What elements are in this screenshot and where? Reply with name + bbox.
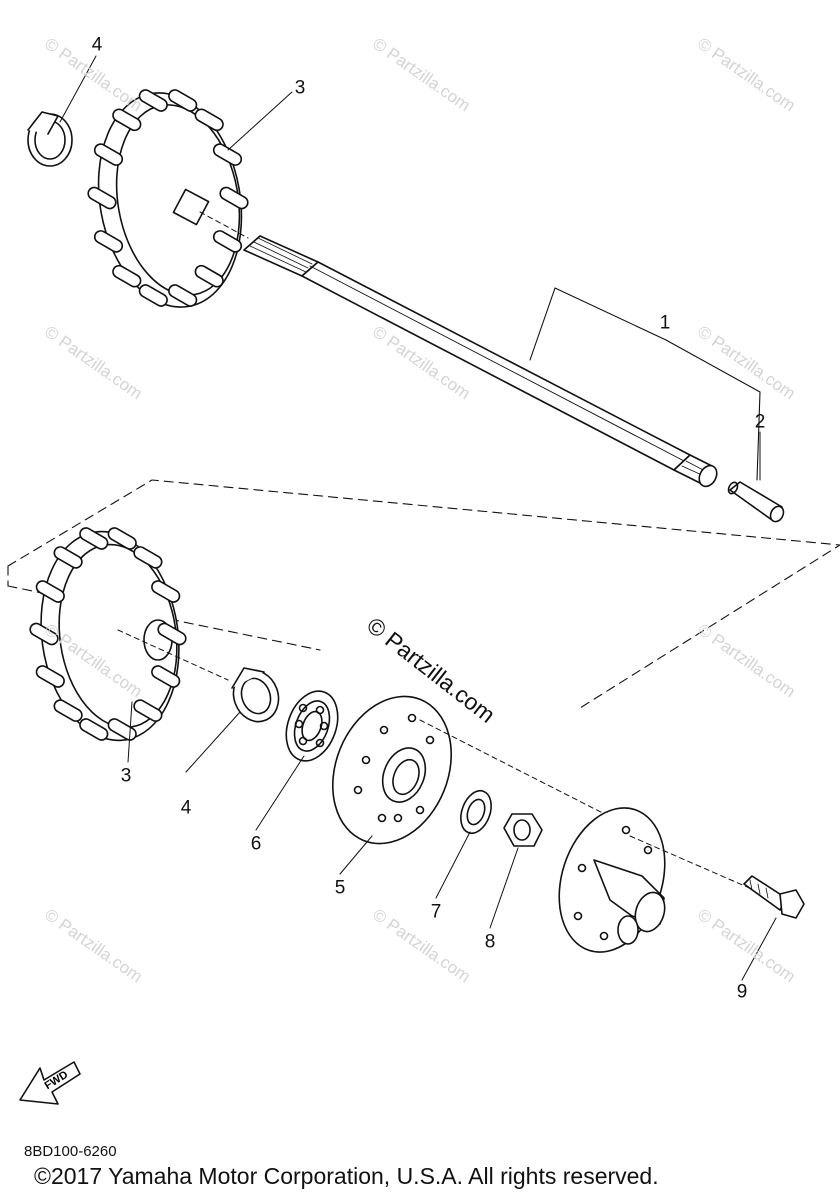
sprocket-tooth (151, 580, 181, 603)
sprocket-tooth (212, 143, 243, 166)
sprocket-tooth (35, 665, 65, 688)
flange-bolt (743, 875, 805, 919)
sprocket-tooth (133, 699, 163, 722)
callout-1: 1 (659, 312, 671, 334)
sprocket-tooth (138, 89, 168, 112)
hex-nut (503, 813, 543, 847)
drive-shaft (243, 235, 718, 488)
sprocket-tooth (194, 264, 224, 288)
sprocket-tooth (107, 718, 137, 741)
callout-4-lower: 4 (180, 797, 192, 819)
sprocket-tooth (157, 622, 187, 646)
sprocket-tooth (35, 580, 65, 603)
sprocket-tooth (212, 230, 243, 253)
sprocket-tooth (138, 284, 168, 307)
callout-2: 2 (754, 411, 766, 433)
sprocket-tooth (168, 89, 198, 112)
diagram-code: 8BD100-6260 (24, 1143, 117, 1160)
lower-sprocket (29, 527, 229, 742)
sprocket-tooth (29, 622, 59, 646)
sprocket-tooth (151, 665, 181, 688)
sprocket-tooth (168, 284, 198, 307)
sprocket-tooth (79, 718, 109, 741)
callout-3-upper: 3 (294, 77, 306, 99)
callout-7: 7 (430, 901, 442, 923)
sprocket-tooth (87, 186, 117, 210)
leader-lines (59, 55, 777, 981)
washer (460, 789, 492, 835)
flange-plate (331, 695, 453, 845)
callout-3-lower: 3 (120, 765, 132, 787)
callout-6: 6 (250, 833, 262, 855)
shaft-pin (727, 481, 785, 523)
sprocket-tooth (107, 527, 137, 550)
hub-flange (558, 807, 666, 953)
sprocket-tooth (112, 108, 142, 132)
lower-hose-clamp (231, 667, 280, 723)
sprocket-tooth (219, 186, 249, 210)
bearing (285, 690, 339, 762)
sprocket-tooth (79, 527, 109, 550)
upper-sprocket (87, 89, 249, 308)
callout-9: 9 (736, 981, 748, 1003)
sprocket-tooth (93, 143, 124, 166)
sprocket-tooth (53, 546, 83, 569)
sprocket-tooth (93, 230, 124, 253)
copyright-notice: ©2017 Yamaha Motor Corporation, U.S.A. A… (34, 1163, 659, 1189)
sprocket-tooth (194, 108, 224, 132)
callout-4-upper: 4 (91, 34, 103, 56)
callout-8: 8 (484, 931, 496, 953)
exploded-box (7, 479, 840, 709)
callout-bracket-1 (529, 287, 761, 481)
sprocket-tooth (112, 264, 142, 288)
sprocket-tooth (53, 699, 83, 722)
upper-hose-clamp (27, 111, 73, 167)
sprocket-tooth (133, 546, 163, 569)
fwd-arrow-icon (19, 1061, 81, 1105)
callout-5: 5 (334, 877, 346, 899)
